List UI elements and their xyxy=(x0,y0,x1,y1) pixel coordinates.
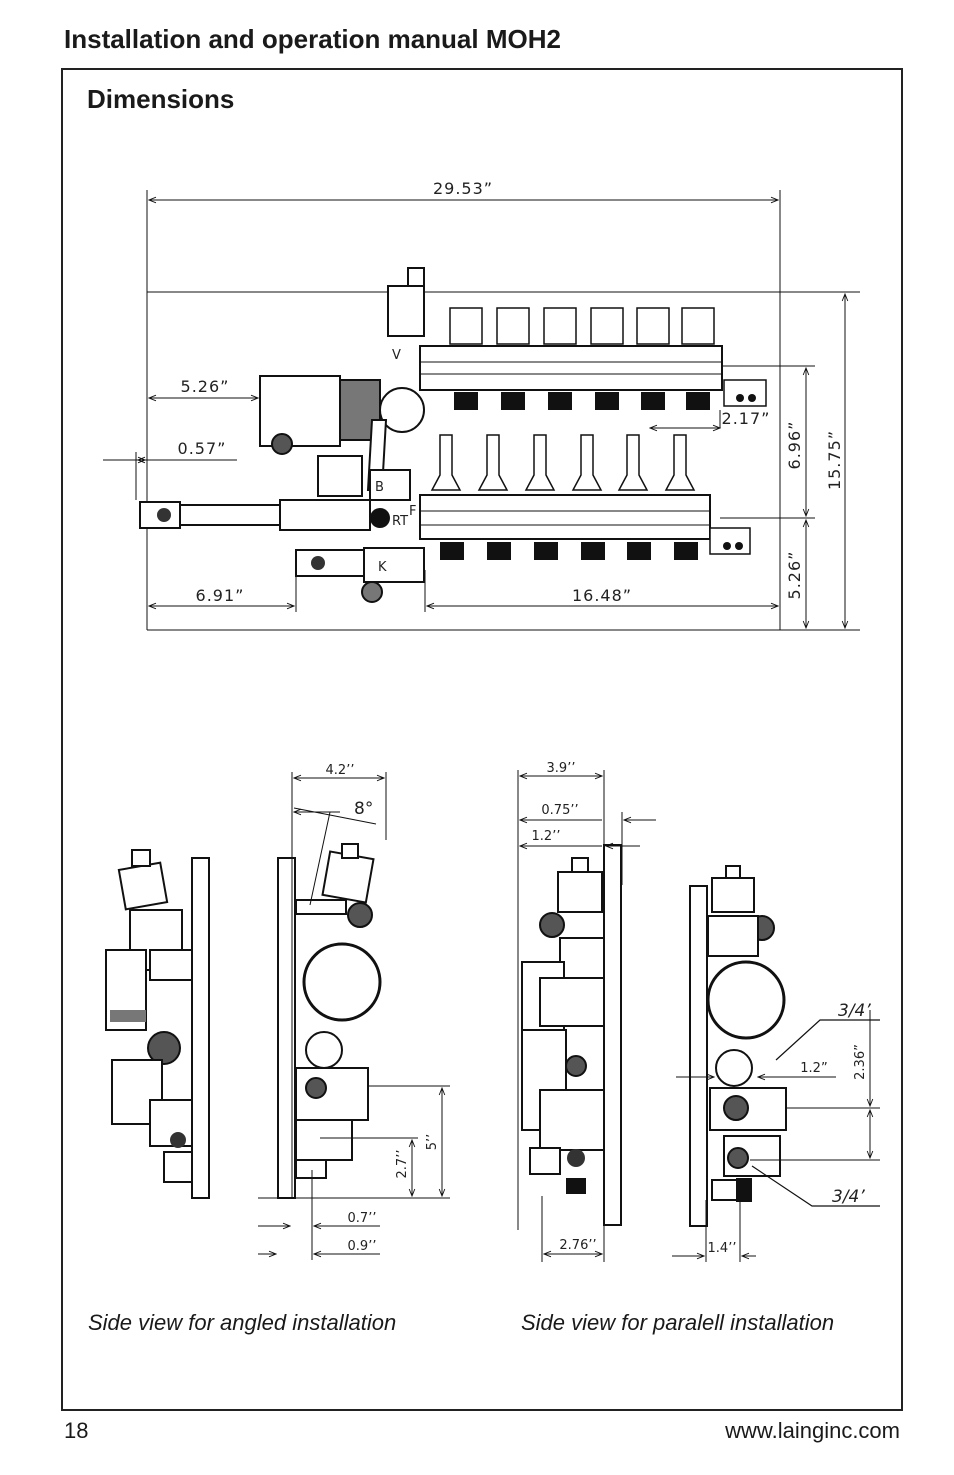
dim-overall-width: 29.53” xyxy=(433,179,493,198)
dim-upper-height: 6.96” xyxy=(785,421,804,470)
dim-right-inset: 2.17” xyxy=(722,409,771,428)
dim-angle: 8° xyxy=(354,799,373,819)
dim-parallel-12: 1.2’’ xyxy=(532,829,561,844)
parallel-view-drawing: 3.9’’ 0.75’’ 1.2’’ 2.76’’ 3/4’ xyxy=(517,761,880,1262)
dim-angled-depth-09: 0.9’’ xyxy=(348,1239,377,1254)
dim-lower-height: 5.26” xyxy=(785,551,804,600)
caption-parallel: Side view for paralell installation xyxy=(521,1310,835,1335)
angled-view-drawing: 4.2’’ 8° 5’’ 2.7’’ 0.7’’ 0.9’’ xyxy=(105,763,450,1260)
label-v: V xyxy=(392,348,401,363)
dim-angled-depth-07: 0.7’’ xyxy=(348,1211,377,1226)
dim-angled-width: 4.2’’ xyxy=(326,763,355,778)
label-k: K xyxy=(378,560,387,575)
label-f: F xyxy=(409,504,416,519)
label-b: B xyxy=(375,480,384,495)
dim-parallel-236: 2.36” xyxy=(853,1044,868,1080)
page-title: Installation and operation manual MOH2 xyxy=(64,24,561,54)
dim-thread-bottom: 3/4’ xyxy=(832,1187,865,1207)
website-link[interactable]: www.lainginc.com xyxy=(725,1418,900,1443)
dim-parallel-width: 3.9’’ xyxy=(547,761,576,776)
dim-thread-top: 3/4’ xyxy=(838,1001,871,1021)
dim-angled-height-5: 5’’ xyxy=(425,1134,440,1151)
dim-parallel-14: 1.4’’ xyxy=(708,1241,737,1256)
dim-overall-height: 15.75” xyxy=(825,430,844,490)
dim-left-to-pump: 5.26” xyxy=(181,377,230,396)
section-title: Dimensions xyxy=(87,84,235,114)
dim-parallel-075: 0.75’’ xyxy=(541,803,578,818)
label-rt: RT xyxy=(392,514,408,529)
top-view-drawing: 29.53” 15.75” 6.96” 5.26” 5.26” 0.57” 6.… xyxy=(103,179,860,631)
caption-angled: Side view for angled installation xyxy=(88,1310,397,1335)
dim-angled-height-27: 2.7’’ xyxy=(395,1150,410,1179)
dim-left-to-manifold: 6.91” xyxy=(196,586,245,605)
content-frame xyxy=(61,68,903,1411)
dim-offset: 0.57” xyxy=(178,439,227,458)
page-number: 18 xyxy=(64,1418,89,1443)
dim-parallel-276: 2.76’’ xyxy=(559,1238,596,1253)
dim-parallel-side-12: 1.2” xyxy=(800,1061,827,1076)
dim-manifold-length: 16.48” xyxy=(572,586,632,605)
